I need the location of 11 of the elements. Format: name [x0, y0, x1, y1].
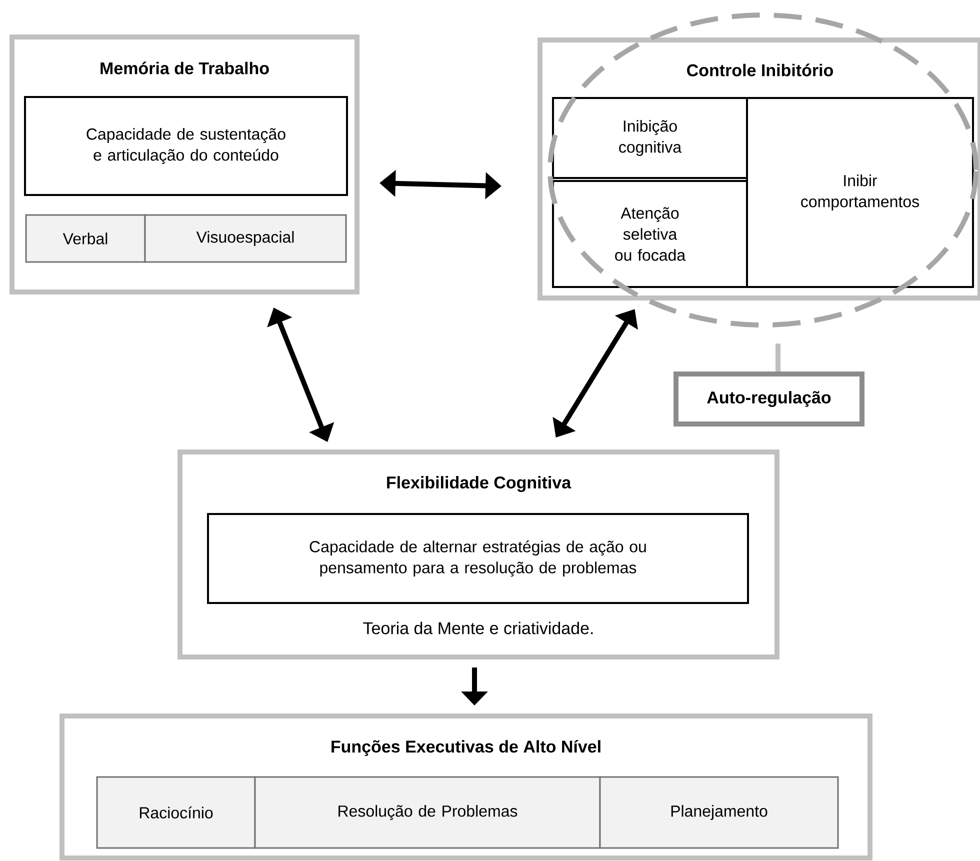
text-box: Inibição cognitiva [552, 97, 748, 179]
text-box: Capacidade de alternar estratégias de ação ou pensamento para a resolução de problemas [207, 513, 749, 604]
label-box: Auto-regulação [674, 372, 864, 426]
text-box: Atenção seletiva ou focada [552, 180, 748, 288]
cell-box: Raciocínio [96, 776, 256, 849]
dashed-ellipse [548, 12, 978, 328]
cell-box: Planejamento [599, 776, 839, 849]
cell-box: Verbal [25, 214, 146, 263]
cell-box: Visuoespacial [144, 214, 347, 263]
text-box: Capacidade de sustentação e articulação do conteúdo [24, 96, 348, 196]
connector-line [776, 344, 780, 372]
